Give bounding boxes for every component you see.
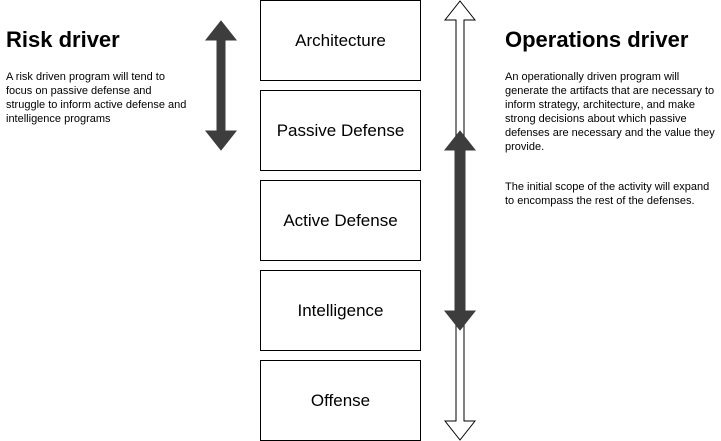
layer-passive-defense: Passive Defense bbox=[260, 90, 421, 171]
operations-driver-paragraph-2: The initial scope of the activity will e… bbox=[505, 181, 710, 207]
operations-driver-title: Operations driver bbox=[505, 27, 689, 52]
layer-intelligence: Intelligence bbox=[260, 270, 421, 351]
operations-scope-arrow-shape bbox=[443, 130, 477, 331]
risk-driver-title: Risk driver bbox=[6, 27, 120, 52]
risk-scope-arrow-shape bbox=[204, 20, 238, 151]
operations-driver-paragraph-1: An operationally driven program will gen… bbox=[505, 71, 715, 153]
layer-active-defense: Active Defense bbox=[260, 180, 421, 261]
layer-architecture: Architecture bbox=[260, 0, 421, 81]
risk-driver-description: A risk driven program will tend to focus… bbox=[6, 71, 187, 125]
